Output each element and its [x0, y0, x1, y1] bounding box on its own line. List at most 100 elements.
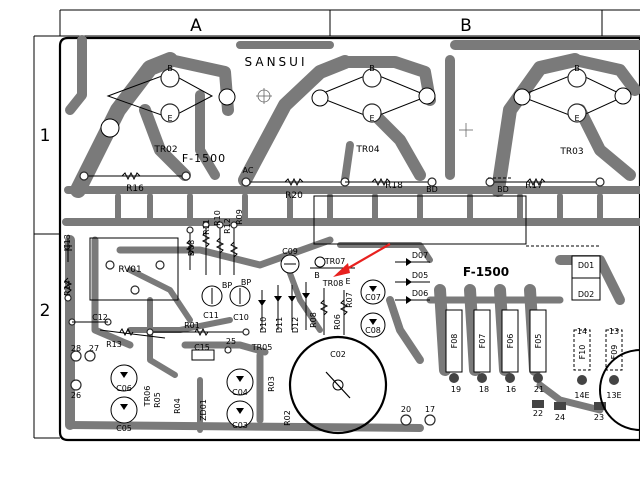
diode-d07-d05-d06 — [395, 258, 430, 304]
terminal-17-label: 17 — [425, 405, 435, 414]
f08-label: F08 — [450, 334, 459, 349]
terminal-13e-label: 13E — [606, 391, 621, 400]
d10-label: D10 — [259, 317, 268, 333]
tr03-b-label: B — [574, 64, 580, 73]
r18-label: R18 — [385, 181, 403, 191]
red-arrow — [333, 243, 391, 277]
bp-label-2: BP — [241, 278, 251, 287]
tr04-e-label: E — [369, 114, 374, 123]
r10-label: R10 — [213, 210, 222, 226]
c12-label: C12 — [92, 313, 108, 322]
r14-label: R14 — [63, 280, 72, 296]
diode-cluster — [258, 282, 349, 335]
capacitor-c06-c05 — [110, 364, 138, 424]
r02-label: R02 — [283, 410, 292, 426]
vertical-parts — [185, 221, 239, 275]
terminal-22-label: 22 — [533, 409, 543, 418]
e-small-label: E — [345, 277, 350, 286]
tr07-label: TR07 — [324, 257, 346, 266]
f05-label: F05 — [534, 334, 543, 349]
terminal-20-label: 20 — [401, 405, 411, 414]
tr03-label: TR03 — [559, 147, 583, 157]
d07-label: D07 — [412, 251, 428, 260]
f06-label: F06 — [506, 334, 515, 349]
row-label-1: 1 — [40, 126, 51, 146]
r16-label: R16 — [126, 184, 144, 194]
bd-label-2: BD — [497, 185, 509, 194]
r04-label: R04 — [173, 398, 182, 414]
terminal-21-label: 21 — [534, 385, 544, 394]
tr06-label: TR06 — [143, 386, 152, 408]
fuse-holders — [445, 309, 623, 385]
transistor-outline-tr02 — [100, 68, 236, 138]
tr02-label: TR02 — [153, 145, 177, 155]
f10-label: F10 — [578, 345, 587, 360]
r13-label: R13 — [106, 340, 122, 349]
c02-label: C02 — [330, 350, 346, 359]
d01-label: D01 — [578, 261, 594, 270]
d08-label: D08 — [187, 240, 196, 256]
tr07-tr08-area — [310, 256, 355, 269]
terminal-19-label: 19 — [451, 385, 461, 394]
d05-label: D05 — [412, 271, 428, 280]
terminal-27-label: 27 — [89, 344, 99, 353]
f07-label: F07 — [478, 334, 487, 349]
r08-label: R08 — [309, 312, 318, 328]
tr05-label: TR05 — [251, 343, 273, 352]
lower-left-parts — [68, 318, 250, 391]
capacitor-c02 — [288, 335, 388, 435]
rv01-block — [63, 237, 179, 302]
transistor-outline-tr04 — [311, 68, 436, 123]
zd01-label: ZD01 — [199, 399, 208, 421]
terminal-26-label: 26 — [71, 391, 81, 400]
board-outline — [58, 36, 640, 442]
c13-label: C13 — [63, 234, 72, 250]
c04-label: C04 — [232, 388, 248, 397]
d02-label: D02 — [578, 290, 594, 299]
c05-label: C05 — [116, 424, 132, 433]
capacitor-c04-c03 — [226, 368, 254, 428]
c06-label: C06 — [116, 384, 132, 393]
terminal-18-label: 18 — [479, 385, 489, 394]
r01-label: R01 — [184, 321, 200, 330]
r09-label: R09 — [235, 209, 244, 225]
c09-label: C09 — [282, 247, 298, 256]
model-label: F-1500 — [463, 265, 509, 279]
c03-label: C03 — [232, 421, 248, 430]
r17-label: R17 — [525, 181, 543, 191]
r03-label: R03 — [267, 376, 276, 392]
terminal-24-label: 24 — [555, 413, 565, 422]
f09-label: F09 — [610, 345, 619, 360]
d06-label: D06 — [412, 289, 428, 298]
grid-frame — [33, 9, 640, 439]
r07-label: R07 — [345, 292, 354, 308]
tr08-label: TR08 — [322, 279, 344, 288]
row-label-2: 2 — [40, 301, 51, 321]
c11-label: C11 — [203, 311, 219, 320]
r11-label: R11 — [202, 219, 211, 235]
upper-resistor-rail — [79, 171, 605, 247]
tr02-b-label: B — [167, 64, 173, 73]
capacitor-c07-c08 — [360, 279, 386, 338]
bd-label-1: BD — [426, 185, 438, 194]
r06-label: R06 — [333, 314, 342, 330]
ac-label: AC — [243, 166, 254, 175]
terminal-14-label: 14 — [577, 327, 587, 336]
terminal-13-label: 13 — [609, 327, 619, 336]
terminal-28-label: 28 — [71, 344, 81, 353]
tr04-b-label: B — [369, 64, 375, 73]
column-label-b: B — [460, 16, 472, 36]
rv01-label: RV01 — [118, 265, 141, 275]
capacitor-c11-c10 — [201, 254, 300, 307]
r20-label: R20 — [285, 191, 303, 201]
c10-label: C10 — [233, 313, 249, 322]
c08-label: C08 — [365, 326, 381, 335]
tr02-e-label: E — [167, 114, 172, 123]
diode-d01-d02 — [571, 255, 601, 301]
column-label-a: A — [190, 16, 202, 36]
edge-capacitor — [599, 349, 640, 431]
capacitor-c15 — [191, 346, 232, 361]
tp-label-line3: F-1500 — [182, 152, 226, 165]
b-small-label: B — [314, 271, 320, 280]
